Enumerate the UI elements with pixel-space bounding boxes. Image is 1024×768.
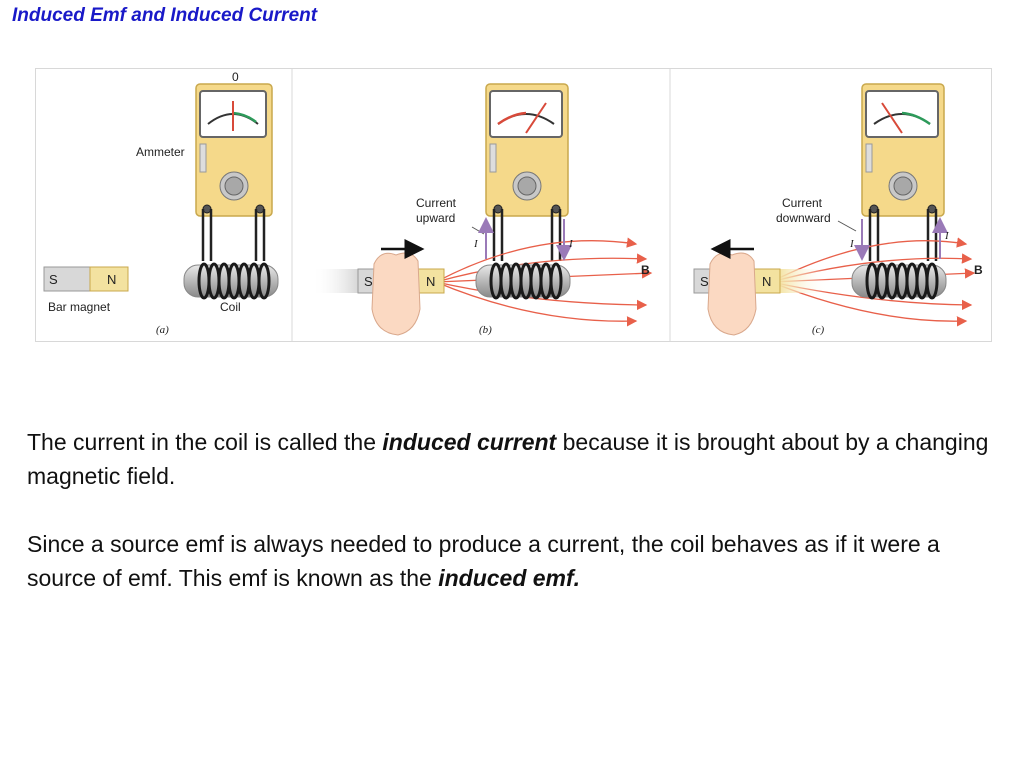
coil-icon [851,262,947,300]
wire [201,209,213,261]
ammeter-icon [485,83,569,217]
motion-blur [778,269,828,293]
current-label: Current [416,196,457,210]
ammeter-icon [861,83,945,217]
panel-b: B S N Current upward [312,83,653,336]
hand-icon [707,252,757,336]
current-direction-label: upward [416,211,455,225]
ammeter-label: Ammeter [136,145,185,159]
paragraph-induced-current: The current in the coil is called the in… [27,429,989,489]
wire [492,209,504,261]
ammeter-icon [195,83,273,217]
north-pole-label: N [426,274,435,289]
bar-magnet-icon [43,266,129,292]
current-symbol: I [944,230,950,242]
panel-c-caption: (c) [812,324,825,336]
south-pole-label: S [49,272,58,287]
south-pole-label: S [364,274,373,289]
south-pole-label: S [700,274,709,289]
north-pole-label: N [107,272,116,287]
motion-blur [312,269,362,293]
coil-icon [183,262,279,300]
wire [868,209,880,261]
slide-body: The current in the coil is called the in… [27,425,997,629]
panel-b-caption: (b) [479,324,492,336]
hand-icon [371,252,421,336]
coil-icon [475,262,571,300]
current-symbol: I [473,238,479,250]
current-symbol: I [568,238,574,250]
term-induced-current: induced current [382,429,557,455]
wire [254,209,266,261]
induction-figure: 0 Ammeter [35,68,992,342]
current-symbol: I [849,238,855,250]
panel-c: B S N Current downward I I [693,83,983,336]
panel-a-caption: (a) [156,324,169,336]
bar-magnet-label: Bar magnet [48,300,111,314]
term-induced-emf: induced emf. [438,565,581,591]
wire [926,209,938,261]
paragraph-induced-emf: Since a source emf is always needed to p… [27,531,940,591]
coil-label: Coil [220,300,241,314]
current-label: Current [782,196,823,210]
north-pole-label: N [762,274,771,289]
panel-a: 0 Ammeter [43,70,279,336]
wire [550,209,562,261]
field-label: B [974,263,983,277]
zero-label: 0 [232,70,239,84]
field-label: B [641,263,650,277]
slide-title: Induced Emf and Induced Current [12,5,318,26]
current-direction-label: downward [776,211,831,225]
